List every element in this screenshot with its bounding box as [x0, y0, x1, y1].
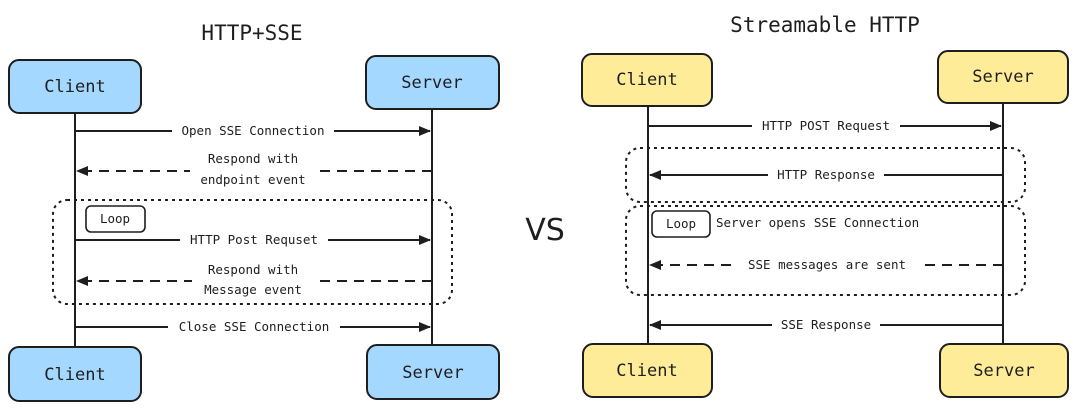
message-sse-response: SSE Response	[649, 317, 1003, 333]
message-http-response: HTTP Response	[649, 167, 1003, 183]
message-close-sse-connection: Close SSE Connection	[75, 319, 431, 335]
message-label: HTTP Response	[777, 167, 875, 182]
message-label: HTTP POST Request	[762, 118, 890, 133]
http-sse-diagram: HTTP+SSE Client Server Open SSE Connecti…	[8, 21, 500, 402]
loop-tag	[651, 210, 711, 238]
client-label: Client	[44, 77, 105, 97]
loop-tag	[85, 205, 146, 233]
server-box-top: Server	[365, 55, 500, 110]
loop-label: Loop	[100, 211, 130, 226]
message-sse-messages-sent: SSE messages are sent	[649, 257, 1003, 273]
vs-label: VS	[525, 213, 565, 248]
client-label: Client	[616, 70, 677, 90]
server-box-bottom: Server	[939, 343, 1069, 398]
server-box-top: Server	[937, 50, 1069, 104]
message-label: Open SSE Connection	[182, 123, 325, 138]
message-label: Respond with	[208, 262, 298, 277]
http-sse-title: HTTP+SSE	[201, 21, 302, 45]
client-box-top: Client	[581, 53, 713, 107]
message-open-sse-connection: Open SSE Connection	[75, 123, 431, 139]
message-respond-endpoint-event: Respond with endpoint event	[76, 150, 432, 188]
message-label-line2: endpoint event	[200, 172, 305, 187]
message-label: Respond with	[208, 151, 298, 166]
loop-frame: Loop Server opens SSE Connection	[625, 205, 1026, 296]
loop-frame: Loop	[52, 199, 453, 305]
client-box-bottom: Client	[582, 343, 713, 398]
server-label: Server	[973, 361, 1034, 381]
client-box-bottom: Client	[8, 346, 142, 402]
client-label: Client	[44, 365, 105, 385]
message-label: SSE Response	[781, 317, 871, 332]
message-label: Close SSE Connection	[179, 319, 330, 334]
message-respond-message-event: Respond with Message event	[76, 261, 432, 299]
message-label-line2: Message event	[204, 282, 302, 297]
server-box-bottom: Server	[366, 344, 500, 400]
server-label: Server	[401, 73, 462, 93]
streamable-http-diagram: Streamable HTTP Client Server HTTP POST …	[581, 13, 1069, 398]
client-label: Client	[616, 361, 677, 381]
message-http-post-request: HTTP POST Request	[648, 118, 1002, 134]
server-label: Server	[972, 67, 1033, 87]
loop-label: Loop	[666, 216, 696, 231]
message-http-post-request: HTTP Post Requset	[75, 232, 431, 248]
streamable-http-title: Streamable HTTP	[730, 13, 920, 37]
server-label: Server	[402, 363, 463, 383]
loop-note: Server opens SSE Connection	[716, 215, 919, 230]
message-label: HTTP Post Requset	[190, 232, 318, 247]
client-box-top: Client	[8, 59, 142, 114]
message-label: SSE messages are sent	[748, 257, 906, 272]
